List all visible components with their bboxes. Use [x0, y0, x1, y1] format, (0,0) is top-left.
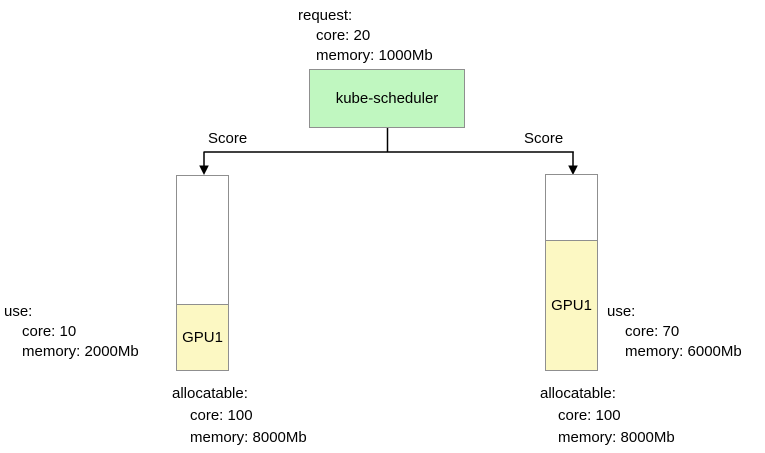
- alloc-title-left: allocatable:: [172, 385, 248, 402]
- use-core-left: core: 10: [22, 323, 77, 340]
- allocatable-annotation-right: allocatable: core: 100 memory: 8000Mb: [540, 383, 675, 449]
- left-arrow-down-icon: [199, 165, 209, 175]
- alloc-memory-right: memory: 8000Mb: [558, 429, 675, 446]
- use-memory-right: memory: 6000Mb: [625, 343, 742, 360]
- alloc-title-right: allocatable:: [540, 385, 616, 402]
- request-title: request:: [298, 7, 353, 24]
- score-label-right: Score: [524, 130, 564, 147]
- request-annotation: request: core: 20 memory: 1000Mb: [298, 6, 433, 66]
- alloc-core-right: core: 100: [558, 407, 621, 424]
- gpu-label-left: GPU1: [182, 329, 223, 346]
- use-title-right: use:: [607, 303, 636, 320]
- gpu-label-right: GPU1: [551, 297, 592, 314]
- use-core-right: core: 70: [625, 323, 680, 340]
- request-memory: memory: 1000Mb: [316, 47, 433, 64]
- use-title-left: use:: [4, 303, 33, 320]
- score-label-left: Score: [208, 130, 248, 147]
- allocatable-annotation-left: allocatable: core: 100 memory: 8000Mb: [172, 383, 307, 449]
- gpu-usage-fill-left: GPU1: [177, 304, 228, 370]
- gpu-usage-fill-right: GPU1: [546, 240, 597, 370]
- use-memory-left: memory: 2000Mb: [22, 343, 139, 360]
- node-box-right: GPU1: [545, 174, 598, 371]
- use-annotation-right: use: core: 70 memory: 6000Mb: [607, 302, 742, 362]
- alloc-memory-left: memory: 8000Mb: [190, 429, 307, 446]
- kube-scheduler-label: kube-scheduler: [335, 90, 439, 107]
- alloc-core-left: core: 100: [190, 407, 253, 424]
- use-annotation-left: use: core: 10 memory: 2000Mb: [4, 302, 139, 362]
- node-box-left: GPU1: [176, 175, 229, 371]
- kube-scheduler-box: kube-scheduler: [309, 69, 465, 128]
- request-core: core: 20: [316, 27, 371, 44]
